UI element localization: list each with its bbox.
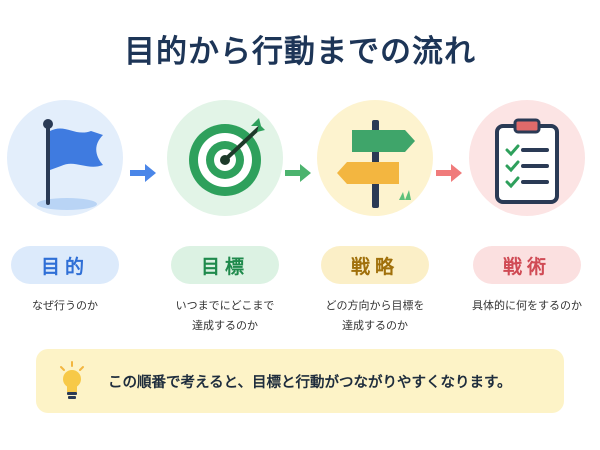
step-label-pill: 目的: [11, 246, 119, 284]
step-label-pill: 目標: [171, 246, 279, 284]
step-strategy: 戦略 どの方向から目標を 達成するのか: [310, 100, 440, 336]
step-circle: [7, 100, 123, 216]
summary-callout: この順番で考えると、目標と行動がつながりやすくなります。: [36, 349, 564, 413]
page-title: 目的から行動までの流れ: [124, 34, 476, 70]
step-description: どの方向から目標を 達成するのか: [310, 296, 440, 336]
step-circle: [469, 100, 585, 216]
step-description: なぜ行うのか: [0, 296, 130, 316]
target-icon: [189, 118, 265, 196]
step-description: いつまでにどこまで 達成するのか: [160, 296, 290, 336]
step-tactics: 戦術 具体的に何をするのか: [462, 100, 592, 316]
step-purpose: 目的 なぜ行うのか: [0, 100, 130, 316]
flow-arrow: [130, 163, 156, 187]
summary-text: この順番で考えると、目標と行動がつながりやすくなります。: [108, 374, 512, 391]
step-label-pill: 戦略: [321, 246, 429, 284]
step-description-line: どの方向から目標を: [325, 299, 425, 312]
signpost-icon: [337, 120, 415, 208]
flow-arrow: [436, 163, 462, 187]
arrow-right-icon: [436, 164, 462, 182]
arrow-right-icon: [285, 164, 311, 182]
flag-icon: [37, 119, 103, 210]
step-description-line: なぜ行うのか: [32, 299, 98, 312]
lightbulb-icon: [60, 361, 84, 399]
step-description-line: 達成するのか: [342, 319, 408, 332]
step-description-line: 達成するのか: [192, 319, 258, 332]
checklist-icon: [495, 118, 559, 204]
step-description-line: いつまでにどこまで: [175, 299, 275, 312]
arrow-right-icon: [130, 164, 156, 182]
flow-arrow: [285, 163, 311, 187]
step-circle: [317, 100, 433, 216]
step-description: 具体的に何をするのか: [462, 296, 592, 316]
step-label-pill: 戦術: [473, 246, 581, 284]
step-circle: [167, 100, 283, 216]
step-goal: 目標 いつまでにどこまで 達成するのか: [160, 100, 290, 336]
step-description-line: 具体的に何をするのか: [472, 299, 582, 312]
